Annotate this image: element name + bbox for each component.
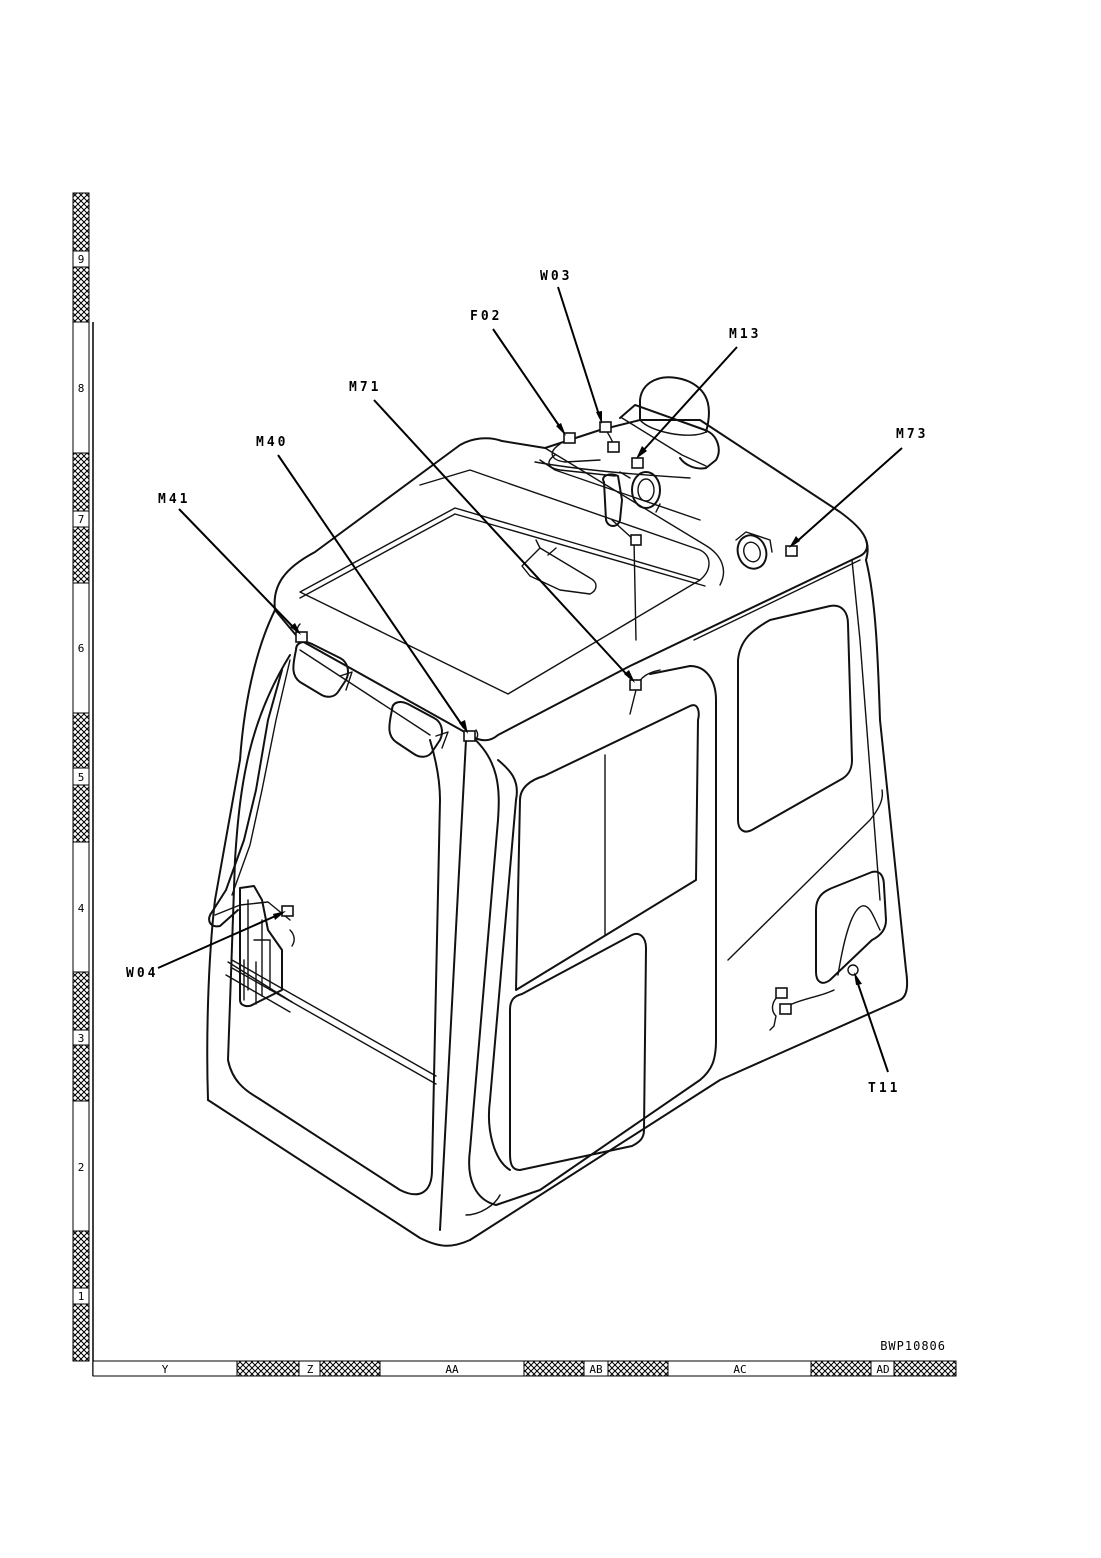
connector-m73 — [785, 545, 798, 557]
connector-m13 — [631, 457, 644, 469]
door-frame — [468, 665, 717, 1206]
row-zone-ruler: 9 8 7 6 5 4 3 2 1 — [72, 192, 94, 1376]
connector-f02 — [563, 432, 576, 444]
connector-m41 — [295, 631, 308, 643]
row-label-4: 4 — [78, 902, 85, 915]
drawing-code: BWP10806 — [880, 1339, 946, 1353]
row-label-1: 1 — [78, 1290, 85, 1303]
callout-m71: M71 — [349, 380, 381, 395]
row-label-5: 5 — [78, 771, 85, 784]
rear-access-panel — [815, 870, 887, 984]
column-label-y: Y — [162, 1363, 169, 1376]
side-rear-window — [737, 604, 853, 833]
column-zone-ruler: Y Z AA AB AC AD — [92, 1360, 957, 1377]
rotating-beacon — [619, 376, 720, 470]
callout-t11: T11 — [868, 1081, 900, 1096]
callout-w03: W03 — [540, 269, 572, 284]
connector-w04 — [281, 905, 294, 917]
work-lamp-left — [292, 641, 353, 698]
callout-w04: W04 — [126, 966, 158, 981]
callout-m41: M41 — [158, 492, 190, 507]
column-label-ad: AD — [876, 1363, 889, 1376]
row-label-9: 9 — [78, 253, 85, 266]
row-label-6: 6 — [78, 642, 85, 655]
leader-lines — [157, 286, 903, 1073]
connector-rear-a — [775, 987, 788, 999]
cab-side-panel — [469, 559, 909, 1241]
wiper-motor — [225, 885, 293, 1013]
connector-m71 — [629, 679, 642, 691]
row-label-3: 3 — [78, 1032, 85, 1045]
front-window — [227, 654, 441, 1196]
row-label-7: 7 — [78, 513, 85, 526]
connector-w03 — [599, 421, 612, 433]
operator-cab — [206, 376, 909, 1247]
horn-fitting — [619, 471, 661, 513]
cab-roof-outline — [273, 419, 869, 611]
connector-rear-b — [779, 1003, 792, 1015]
door-upper-window — [515, 704, 700, 991]
work-lamp-right — [388, 701, 449, 758]
callout-m73: M73 — [896, 427, 928, 442]
ground-terminal-t11 — [847, 964, 859, 976]
connector-roof-inline — [630, 534, 642, 546]
callout-m40: M40 — [256, 435, 288, 450]
roof-clip — [521, 547, 597, 595]
connector-m40 — [463, 730, 476, 742]
row-label-2: 2 — [78, 1161, 85, 1174]
front-frame-left — [206, 609, 276, 1101]
column-label-ac: AC — [733, 1363, 746, 1376]
row-label-8: 8 — [78, 382, 85, 395]
connector-w03-b — [607, 441, 620, 453]
column-label-aa: AA — [445, 1363, 459, 1376]
callout-m13: M13 — [729, 327, 761, 342]
callout-f02: F02 — [470, 309, 502, 324]
column-label-z: Z — [307, 1363, 314, 1376]
column-label-ab: AB — [589, 1363, 603, 1376]
connectors — [281, 421, 798, 1015]
rear-lamp-fitting — [735, 531, 773, 570]
callout-labels: W03 F02 M13 M71 M40 M73 M41 W04 T11 — [126, 269, 928, 1096]
roof-vent-pipe — [602, 473, 623, 527]
front-wiper — [208, 659, 291, 928]
door-lower-window — [509, 932, 647, 1171]
